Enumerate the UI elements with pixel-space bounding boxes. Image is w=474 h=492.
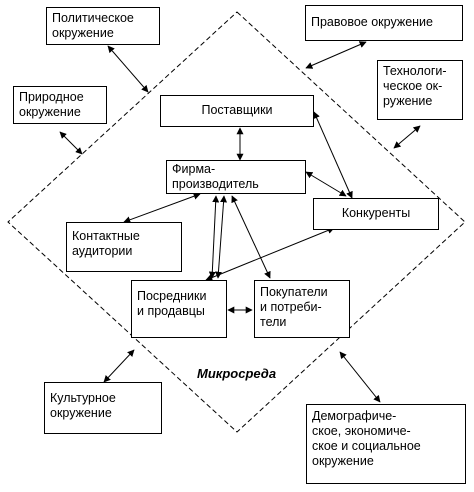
suppliers-box: Поставщики — [160, 95, 314, 127]
microenvironment-label: Микросреда — [197, 366, 277, 381]
arrow-legal — [305, 41, 367, 69]
arrow-demographic — [339, 351, 381, 403]
arrow-firm-consumers — [231, 195, 271, 279]
demographic-environment-box: Демографиче- ское, экономиче- ское и соц… — [306, 404, 466, 484]
arrow-cultural — [103, 349, 135, 383]
competitors-box: Конкуренты — [313, 198, 439, 230]
arrow-suppliers-competitors — [313, 111, 353, 199]
natural-environment-box: Природное окружение — [13, 86, 107, 124]
arrow-tech — [393, 125, 421, 149]
arrow-firm-competitors — [305, 171, 347, 197]
microenvironment-boundary — [7, 11, 466, 433]
political-environment-box: Политическое окружение — [46, 7, 160, 45]
firm-producer-box: Фирма- производитель — [166, 160, 306, 194]
arrow-natural — [59, 131, 83, 155]
arrow-competitors-intermediaries — [205, 227, 335, 281]
arrow-firm-intermediaries-a — [208, 195, 220, 279]
arrow-firm-contact — [123, 192, 201, 224]
tech-environment-box: Технологи- ческое ок- ружение — [377, 60, 463, 120]
arrow-firm-intermediaries-b — [214, 195, 228, 279]
legal-environment-box: Правовое окружение — [305, 5, 463, 41]
intermediaries-box: Посредники и продавцы — [131, 280, 227, 338]
arrow-political — [107, 45, 149, 93]
contact-audiences-box: Контактные аудитории — [66, 222, 182, 272]
cultural-environment-box: Культурное окружение — [44, 382, 162, 434]
consumers-box: Покупатели и потреби- тели — [254, 280, 350, 338]
